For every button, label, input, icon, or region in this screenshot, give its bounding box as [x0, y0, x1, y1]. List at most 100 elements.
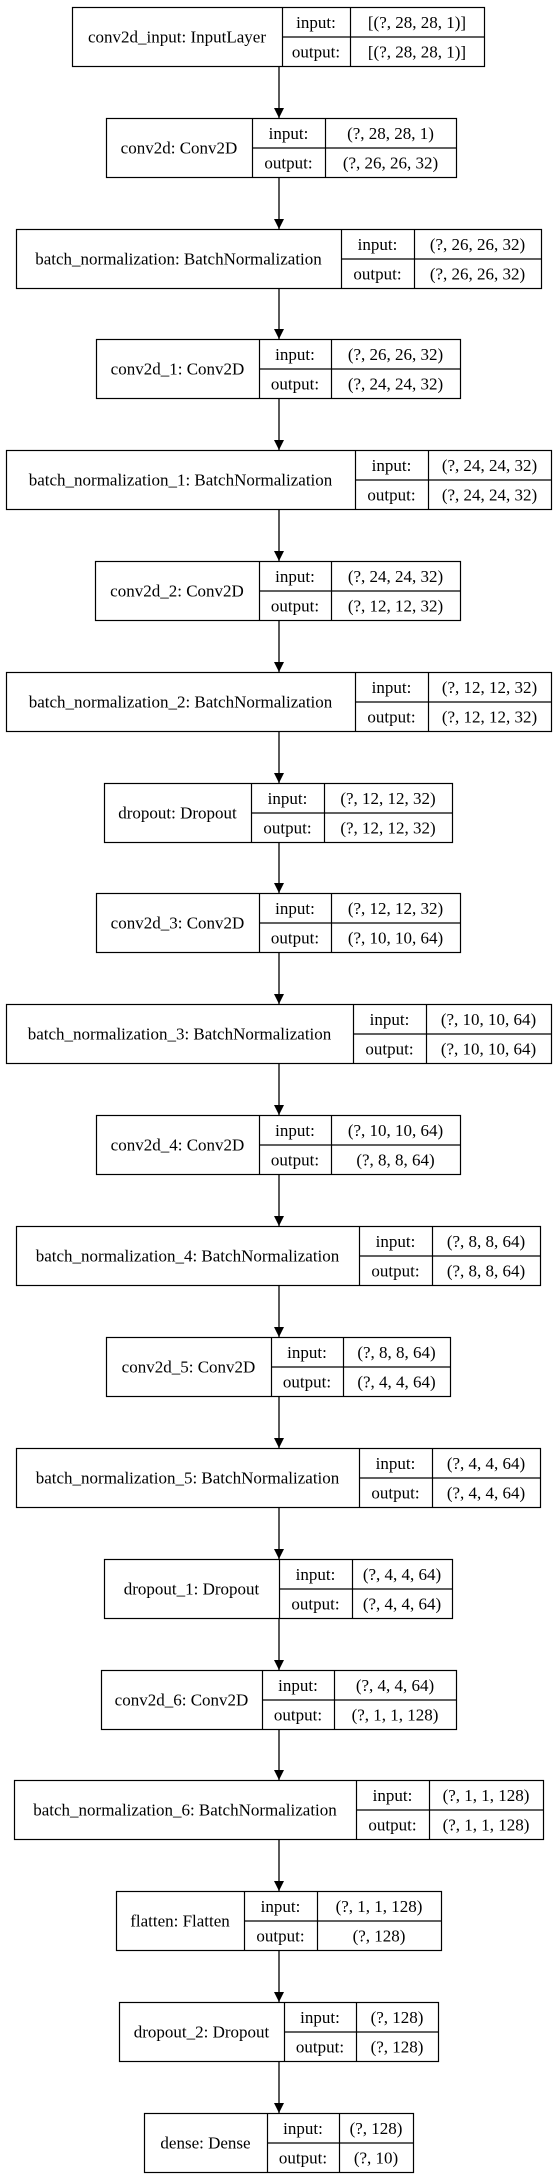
- input-label: input:: [358, 235, 398, 254]
- input-shape: (?, 12, 12, 32): [442, 678, 537, 697]
- output-shape: (?, 10, 10, 64): [441, 1039, 536, 1058]
- layer-node: conv2d_input: InputLayerinput:output:[(?…: [71, 6, 486, 68]
- output-label: output:: [264, 153, 312, 172]
- layer-node: dense: Dense input: output: (?, 128) (?, 10): [143, 2112, 415, 2174]
- layer-name: conv2d: Conv2D: [121, 139, 238, 158]
- input-label: input:: [283, 2119, 323, 2138]
- layer-node: conv2d_4: Conv2D input: output: (?, 10, 10,…: [95, 1114, 462, 1176]
- layer-name: batch_normalization_2: BatchNormalizatio…: [29, 693, 333, 712]
- output-shape: (?, 10, 10, 64): [348, 928, 443, 947]
- output-label: output:: [279, 2148, 327, 2167]
- input-label: input:: [376, 1454, 416, 1473]
- layer-name: conv2d_4: Conv2D: [111, 1136, 245, 1155]
- output-shape: (?, 1, 1, 128): [352, 1705, 439, 1724]
- input-shape: (?, 24, 24, 32): [348, 567, 443, 586]
- input-label: input:: [275, 1121, 315, 1140]
- input-label: input:: [296, 13, 336, 32]
- output-label: output:: [274, 1705, 322, 1724]
- output-shape: (?, 8, 8, 64): [356, 1150, 434, 1169]
- output-label: output:: [371, 1261, 419, 1280]
- output-shape: (?, 1, 1, 128): [443, 1815, 530, 1834]
- output-shape: (?, 12, 12, 32): [348, 596, 443, 615]
- layer-name: conv2d_3: Conv2D: [111, 914, 245, 933]
- output-shape: (?, 4, 4, 64): [363, 1594, 441, 1613]
- input-label: input:: [261, 1897, 301, 1916]
- layer-name: batch_normalization_3: BatchNormalizatio…: [28, 1025, 332, 1044]
- input-shape: (?, 1, 1, 128): [336, 1897, 423, 1916]
- input-shape: (?, 4, 4, 64): [447, 1454, 525, 1473]
- layer-name: batch_normalization_6: BatchNormalizatio…: [33, 1801, 337, 1820]
- layer-node: batch_normalization_5: BatchNormalizatio…: [15, 1447, 542, 1509]
- layer-name: batch_normalization_5: BatchNormalizatio…: [36, 1469, 340, 1488]
- output-shape: (?, 128): [353, 1926, 406, 1945]
- output-shape: [(?, 28, 28, 1)]: [368, 42, 466, 61]
- layer-node: conv2d_2: Conv2D input: output: (?, 24, 24,…: [94, 560, 462, 622]
- output-shape: (?, 26, 26, 32): [343, 153, 438, 172]
- output-shape: (?, 10): [354, 2148, 398, 2167]
- input-label: input:: [287, 1343, 327, 1362]
- layer-node: batch_normalization_4: BatchNormalizatio…: [15, 1225, 542, 1287]
- input-label: input:: [275, 345, 315, 364]
- layer-node: batch_normalization_2: BatchNormalizatio…: [5, 671, 553, 733]
- input-label: input:: [373, 1786, 413, 1805]
- input-shape: (?, 4, 4, 64): [356, 1676, 434, 1695]
- output-label: output:: [283, 1372, 331, 1391]
- output-label: output:: [271, 1150, 319, 1169]
- output-shape: (?, 12, 12, 32): [340, 818, 435, 837]
- layer-name: batch_normalization_1: BatchNormalizatio…: [29, 471, 333, 490]
- output-label: output:: [296, 2037, 344, 2056]
- output-label: output:: [365, 1039, 413, 1058]
- output-shape: (?, 24, 24, 32): [348, 374, 443, 393]
- input-label: input:: [370, 1010, 410, 1029]
- output-label: output:: [271, 928, 319, 947]
- layer-name: dense: Dense: [160, 2134, 250, 2153]
- input-shape: (?, 4, 4, 64): [363, 1565, 441, 1584]
- layer-node: batch_normalization_1: BatchNormalizatio…: [5, 449, 553, 511]
- layer-name: conv2d_2: Conv2D: [110, 582, 244, 601]
- input-label: input:: [372, 678, 412, 697]
- input-label: input:: [296, 1565, 336, 1584]
- output-label: output:: [263, 818, 311, 837]
- layer-node: batch_normalization_3: BatchNormalizatio…: [5, 1003, 553, 1065]
- layer-name: batch_normalization_4: BatchNormalizatio…: [36, 1247, 340, 1266]
- layer-name: dropout: Dropout: [118, 804, 237, 823]
- output-label: output:: [256, 1926, 304, 1945]
- output-shape: (?, 8, 8, 64): [447, 1261, 525, 1280]
- input-shape: (?, 10, 10, 64): [441, 1010, 536, 1029]
- input-label: input:: [376, 1232, 416, 1251]
- input-label: input:: [275, 567, 315, 586]
- layer-name: flatten: Flatten: [130, 1912, 230, 1931]
- output-label: output:: [368, 1815, 416, 1834]
- output-label: output:: [271, 596, 319, 615]
- input-shape: (?, 26, 26, 32): [430, 235, 525, 254]
- input-shape: (?, 10, 10, 64): [348, 1121, 443, 1140]
- input-shape: (?, 8, 8, 64): [447, 1232, 525, 1251]
- output-label: output:: [371, 1483, 419, 1502]
- output-label: output:: [367, 707, 415, 726]
- input-shape: (?, 26, 26, 32): [348, 345, 443, 364]
- output-shape: (?, 128): [371, 2037, 424, 2056]
- output-shape: (?, 12, 12, 32): [442, 707, 537, 726]
- input-shape: (?, 28, 28, 1): [347, 124, 434, 143]
- layer-name: batch_normalization: BatchNormalization: [35, 250, 322, 269]
- layer-name: conv2d_1: Conv2D: [111, 360, 245, 379]
- output-shape: (?, 4, 4, 64): [447, 1483, 525, 1502]
- input-label: input:: [278, 1676, 318, 1695]
- output-shape: (?, 26, 26, 32): [430, 264, 525, 283]
- output-label: output:: [291, 1594, 339, 1613]
- layer-node: batch_normalization: BatchNormalization i…: [15, 228, 543, 290]
- output-label: output:: [292, 42, 340, 61]
- output-shape: (?, 24, 24, 32): [442, 485, 537, 504]
- output-label: output:: [367, 485, 415, 504]
- input-shape: (?, 24, 24, 32): [442, 456, 537, 475]
- input-shape: (?, 128): [350, 2119, 403, 2138]
